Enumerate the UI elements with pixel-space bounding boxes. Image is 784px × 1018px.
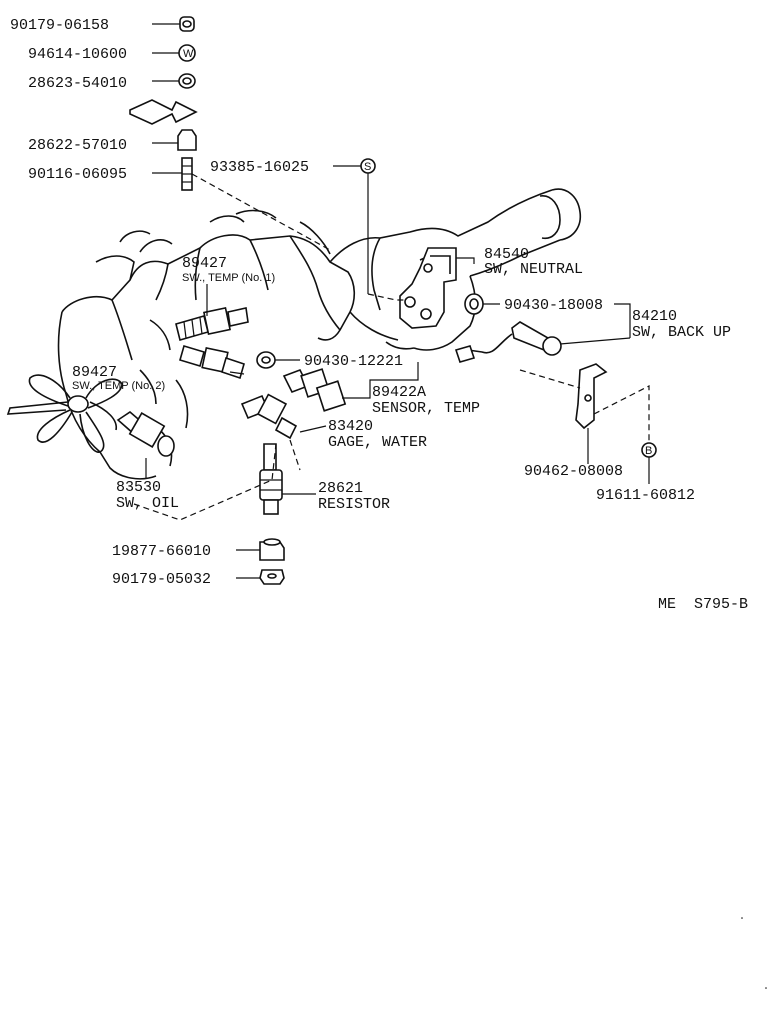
part-number-90430-18008: 90430-18008	[504, 297, 603, 314]
water-gage-drawing	[240, 393, 298, 440]
part-number-83420: 83420	[328, 418, 373, 435]
washer-90430-18008-drawing	[464, 293, 484, 315]
scan-speck	[765, 987, 767, 989]
resistor-drawing	[259, 443, 283, 515]
part-name-gage-water: GAGE, WATER	[328, 434, 427, 451]
part-number-83530: 83530	[116, 479, 161, 496]
part-name-sw-temp-no2: SW., TEMP (No. 2)	[72, 380, 165, 392]
part-number-90179-05032: 90179-05032	[112, 571, 211, 588]
part-name-resistor: RESISTOR	[318, 496, 390, 513]
fan-drawing	[6, 374, 123, 453]
svg-text:B: B	[645, 445, 652, 457]
part-number-84210: 84210	[632, 308, 677, 325]
part-number-89422a: 89422A	[372, 384, 426, 401]
nut-90179-05032-drawing	[259, 569, 285, 585]
temp-switch-1-drawing	[175, 307, 249, 341]
svg-text:S: S	[364, 161, 371, 173]
part-number-94614-10600: 94614-10600	[28, 46, 127, 63]
engine-block-drawing	[57, 188, 582, 480]
cap-19877-drawing	[259, 538, 285, 561]
svg-text:W: W	[183, 48, 194, 60]
part-number-91611-60812: 91611-60812	[596, 487, 695, 504]
top-fastener-stack: W	[129, 16, 198, 191]
neutral-switch-drawing	[399, 247, 457, 329]
temp-sensor-drawing	[282, 368, 347, 412]
part-name-sw-neutral: SW, NEUTRAL	[484, 261, 583, 278]
wire-clamp-drawing	[575, 363, 608, 430]
backup-switch-drawing	[454, 321, 562, 363]
part-number-90116-06095: 90116-06095	[28, 166, 127, 183]
part-number-90430-12221: 90430-12221	[304, 353, 403, 370]
reference-code: ME S795-B	[658, 596, 748, 613]
washer-90430-12221-drawing	[256, 351, 276, 369]
leader-lines	[145, 23, 650, 579]
part-number-89427-no2: 89427	[72, 364, 117, 381]
oil-switch-drawing	[116, 410, 175, 457]
part-name-sw-temp-no1: SW., TEMP (No. 1)	[182, 272, 275, 284]
part-number-28621: 28621	[318, 480, 363, 497]
part-labels: 90179-06158 94614-10600 28623-54010 2862…	[10, 17, 748, 613]
part-number-28622-57010: 28622-57010	[28, 137, 127, 154]
part-name-sensor-temp: SENSOR, TEMP	[372, 400, 480, 417]
part-number-89427-no1: 89427	[182, 255, 227, 272]
part-number-90179-06158: 90179-06158	[10, 17, 109, 34]
part-name-sw-back-up: SW, BACK UP	[632, 324, 731, 341]
bolt-91611-drawing: B	[641, 442, 657, 458]
scan-speck	[741, 917, 743, 919]
part-number-84540: 84540	[484, 246, 529, 263]
part-number-90462-08008: 90462-08008	[524, 463, 623, 480]
dashed-relation-lines	[133, 173, 650, 521]
part-name-sw-oil: SW, OIL	[116, 495, 179, 512]
bolt-drawing: S	[360, 158, 376, 174]
part-number-28623-54010: 28623-54010	[28, 75, 127, 92]
part-number-93385-16025: 93385-16025	[210, 159, 309, 176]
part-number-19877-66010: 19877-66010	[112, 543, 211, 560]
